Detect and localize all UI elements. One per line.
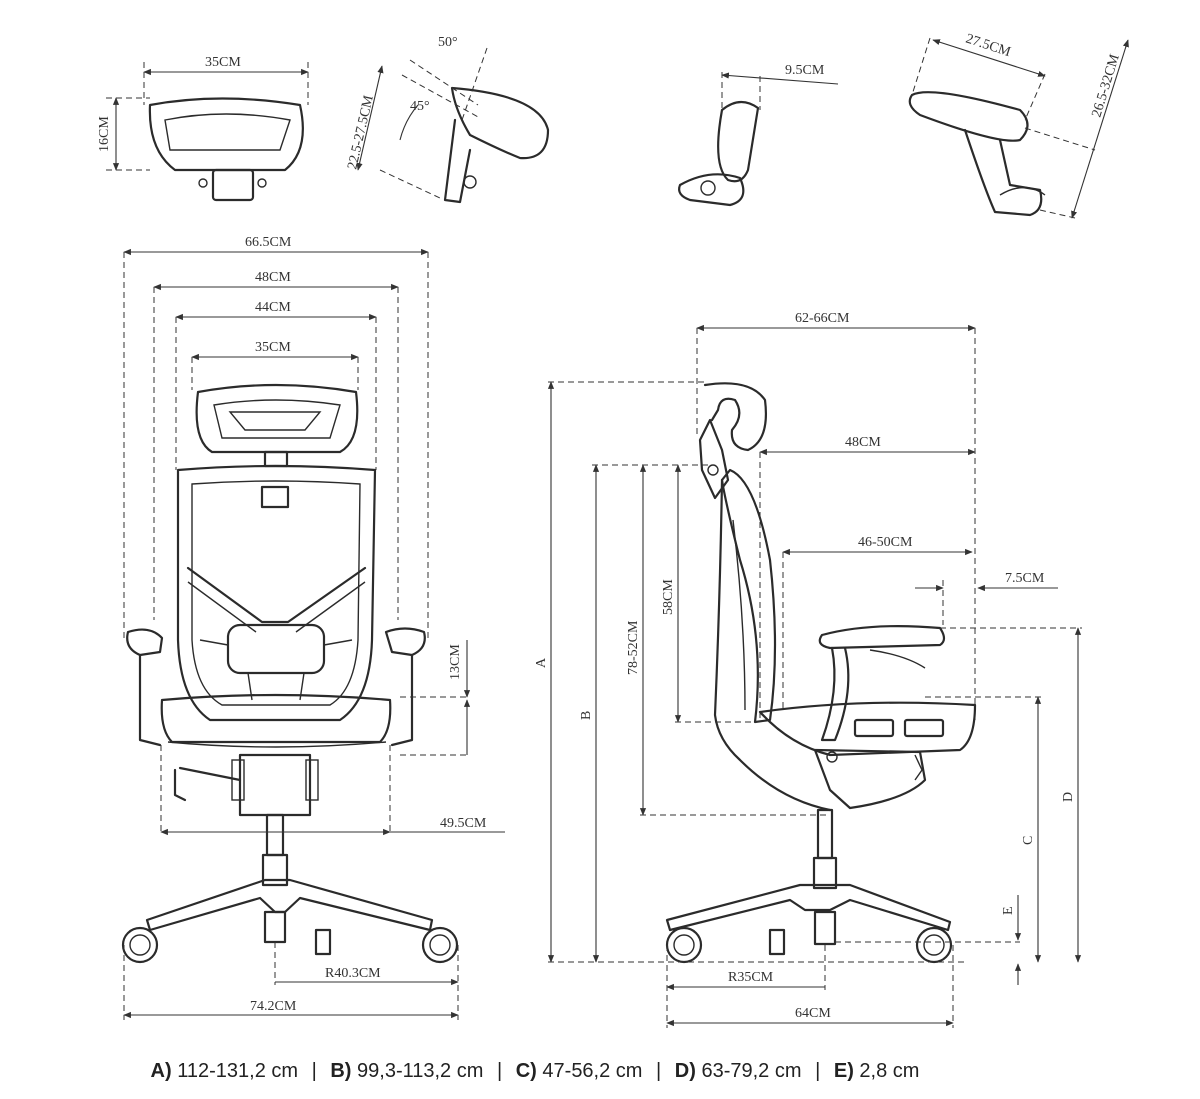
chair-dimension-drawing: 35CM 16CM 50° 45° 22.5-27.5CM 9.5CM: [97, 32, 1129, 1028]
legend-key-b: B): [330, 1060, 352, 1082]
side-view-chair: 62-66CM 48CM 46-50CM 7.5CM: [534, 311, 1082, 1028]
legend-value-a: 112-131,2 cm: [177, 1060, 299, 1082]
armrest-pad-detail: 9.5CM: [678, 63, 839, 207]
legend-key-c: C): [515, 1060, 537, 1082]
armrest-adjust-label: 13CM: [448, 644, 463, 680]
headrest-adjust-label: 22.5-27.5CM: [345, 93, 377, 170]
dim-e-label: E: [1001, 906, 1016, 915]
legend-key-a: A): [150, 1060, 172, 1082]
base-diameter-side-label: 64CM: [795, 1006, 831, 1021]
headrest-tilt-detail: 50° 45° 22.5-27.5CM: [345, 35, 550, 204]
headrest-height-label: 16CM: [97, 116, 112, 152]
seat-width-label: 49.5CM: [440, 816, 487, 831]
armrest-slide-label: 7.5CM: [1005, 571, 1045, 586]
base-radius-front-label: R40.3CM: [325, 966, 381, 981]
legend-value-b: 99,3-113,2 cm: [357, 1060, 484, 1082]
armrest-width-label: 9.5CM: [785, 63, 825, 78]
tilt-angle-label-2: 45°: [410, 99, 430, 114]
headrest-width-label: 35CM: [205, 55, 241, 70]
side-seat-depth-label: 46-50CM: [858, 535, 913, 550]
dim-b-label: B: [579, 711, 594, 720]
side-overall-depth-label: 62-66CM: [795, 311, 850, 326]
armrest-height-label: 26.5-32CM: [1089, 52, 1122, 119]
base-radius-side-label: R35CM: [728, 970, 774, 985]
dim-d-label: D: [1061, 792, 1076, 802]
side-back-depth-label: 48CM: [845, 435, 881, 450]
dimension-legend: A) 112-131,2 cm | B) 99,3-113,2 cm | C) …: [150, 1060, 920, 1082]
armrest-length-label: 27.5CM: [964, 32, 1013, 61]
front-back-width-label: 48CM: [255, 270, 291, 285]
dim-c-label: C: [1021, 836, 1036, 845]
backrest-height-label: 58CM: [661, 579, 676, 615]
front-view-chair: 66.5CM 48CM 44CM 35CM: [121, 235, 505, 1020]
base-diameter-front-label: 74.2CM: [250, 999, 297, 1014]
legend-value-e: 2,8 cm: [859, 1060, 920, 1082]
tilt-angle-label: 50°: [438, 35, 458, 50]
front-overall-width-label: 66.5CM: [245, 235, 292, 250]
front-headrest-inner-label: 35CM: [255, 340, 291, 355]
front-headrest-width-label: 44CM: [255, 300, 291, 315]
backrest-range-label: 78-52CM: [626, 620, 641, 675]
legend-value-d: 63-79,2 cm: [701, 1060, 802, 1082]
legend-key-e: E): [833, 1060, 854, 1082]
dim-a-label: A: [534, 657, 549, 668]
armrest-3d-detail: 27.5CM 26.5-32CM: [908, 32, 1129, 219]
legend-value-c: 47-56,2 cm: [542, 1060, 643, 1082]
headrest-front-detail: 35CM 16CM: [97, 55, 309, 202]
legend-key-d: D): [674, 1060, 696, 1082]
